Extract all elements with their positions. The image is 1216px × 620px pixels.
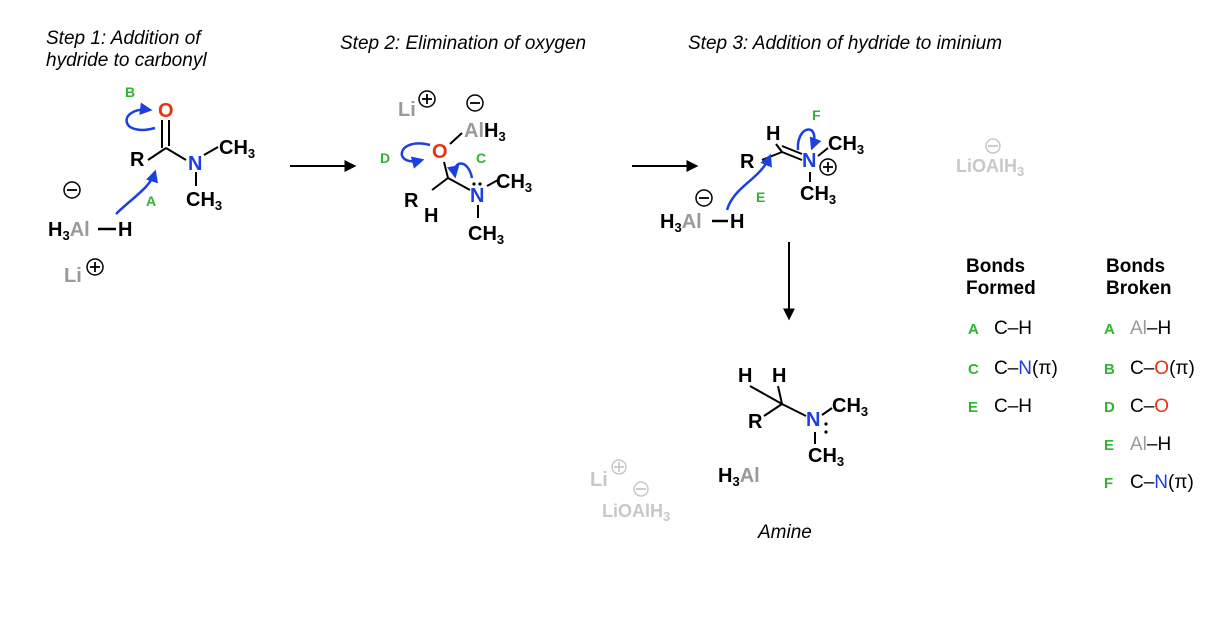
step3-title: Step 3: Addition of hydride to iminium [688, 33, 1003, 54]
bonds-formed-table: Bonds Formed [966, 256, 1036, 300]
arrow-label-f: F [812, 107, 821, 123]
step3-structure: H R N CH3 CH3 H3Al H E F [660, 107, 864, 235]
bonds-broken-header-1: Bonds [1106, 256, 1166, 277]
svg-text:H3Al: H3Al [718, 465, 760, 489]
bonds-formed-header-2: Formed [966, 278, 1036, 299]
svg-text:CH3: CH3 [468, 223, 504, 247]
svg-text:N: N [802, 150, 816, 172]
byproduct-lioalh3-right: LiOAlH3 [956, 138, 1024, 179]
svg-text:H: H [766, 123, 780, 145]
svg-text:AlH3: AlH3 [464, 120, 506, 144]
svg-text:N: N [806, 409, 820, 431]
arrow-label-c: C [476, 150, 486, 166]
byproduct-lioalh3-bottom: Li LiOAlH3 [590, 459, 670, 524]
svg-text:CH3: CH3 [800, 183, 836, 207]
product-structure: H H R N CH3 CH3 H3Al [718, 365, 868, 489]
arrow-label-d: D [380, 150, 390, 166]
arrow-label-b: B [125, 84, 135, 100]
svg-text:H: H [738, 365, 752, 387]
svg-text:R: R [130, 149, 145, 171]
svg-text:H: H [772, 365, 786, 387]
svg-text:H3Al: H3Al [660, 211, 702, 235]
svg-text:H: H [730, 211, 744, 233]
product-label: Amine [758, 522, 812, 543]
svg-text:CH3: CH3 [496, 171, 532, 195]
svg-text:CH3: CH3 [186, 189, 222, 213]
svg-text:H: H [424, 205, 438, 227]
svg-text:R: R [404, 190, 419, 212]
svg-text:CH3: CH3 [219, 137, 255, 161]
svg-text:H3Al: H3Al [48, 219, 90, 243]
svg-text:R: R [748, 411, 763, 433]
svg-text:Li: Li [398, 99, 416, 121]
svg-text:CH3: CH3 [828, 133, 864, 157]
svg-text:Li: Li [590, 469, 608, 491]
atom-nitrogen: N [188, 153, 202, 175]
arrow-label-e: E [756, 189, 765, 205]
svg-text:N: N [470, 185, 484, 207]
bonds-broken-header-2: Broken [1106, 278, 1172, 299]
atom-oxygen: O [158, 100, 174, 122]
svg-text:CH3: CH3 [808, 445, 844, 469]
step2-structure: Li AlH3 O R H N CH3 CH3 D C [380, 90, 532, 247]
step2-title: Step 2: Elimination of oxygen [340, 33, 587, 54]
step1-structure: O R N CH3 CH3 H3Al H Li B A [48, 84, 255, 287]
svg-text:O: O [432, 141, 448, 163]
svg-text:Li: Li [64, 265, 82, 287]
svg-text:CH3: CH3 [832, 395, 868, 419]
bonds-formed-header-1: Bonds [966, 256, 1026, 277]
step1-title: Step 1: Addition of hydride to carbonyl [46, 28, 207, 71]
svg-text:H: H [118, 219, 132, 241]
svg-text:LiOAlH3: LiOAlH3 [602, 501, 670, 524]
svg-text:LiOAlH3: LiOAlH3 [956, 156, 1024, 179]
arrow-label-a: A [146, 193, 156, 209]
bonds-broken-table: Bonds Broken [1106, 256, 1171, 300]
svg-text:R: R [740, 151, 755, 173]
